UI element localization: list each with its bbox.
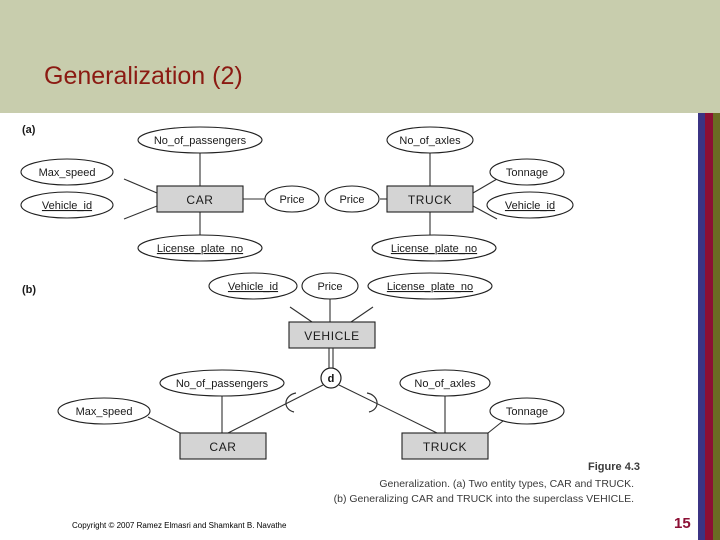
attribute-label-tonnage-truck: Tonnage — [506, 167, 548, 179]
attribute-label-tonnage-truckb: Tonnage — [506, 406, 548, 418]
disjoint-specialization-circle — [320, 367, 342, 389]
connector-car-vehicle-id — [123, 205, 158, 220]
entity-label-car-b: CAR — [209, 440, 236, 454]
entity-box-truck-b — [401, 432, 489, 460]
figure-caption-line-2: (b) Generalizing CAR and TRUCK into the … — [334, 493, 634, 505]
entity-label-car-a: CAR — [186, 193, 213, 207]
entity-label-truck-a: TRUCK — [408, 193, 452, 207]
attribute-ellipse-price-vehicle — [301, 272, 359, 300]
attribute-ellipse-no-of-passengers-carb — [159, 369, 285, 397]
connector-truck-tonnage — [472, 178, 498, 194]
attribute-ellipse-tonnage-truckb — [489, 397, 565, 425]
connector-vehicle-vehicle-id — [289, 306, 313, 323]
attribute-ellipse-license-plate-no-truck — [371, 234, 497, 262]
attribute-ellipse-vehicle-id-car — [20, 191, 114, 219]
connector-truck-vehicle-id — [472, 205, 498, 220]
footer-page-number: 15 — [674, 515, 691, 532]
attribute-ellipse-license-plate-no-car — [137, 234, 263, 262]
attribute-ellipse-vehicle-id-truck — [486, 191, 574, 219]
connector-d-to-truck — [338, 384, 438, 434]
attribute-label-vehicle-id-vehicle: Vehicle_id — [228, 281, 278, 293]
attribute-label-no-of-passengers-car: No_of_passengers — [154, 135, 247, 147]
attribute-label-license-plate-no-truck: License_plate_no — [391, 243, 477, 255]
footer-copyright: Copyright © 2007 Ramez Elmasri and Shamk… — [72, 521, 287, 530]
attribute-label-vehicle-id-truck: Vehicle_id — [505, 200, 555, 212]
entity-box-vehicle — [288, 321, 376, 349]
er-diagram-svg: (a) No_of_passengers Max_speed Vehicle_i… — [20, 124, 640, 505]
decorative-stripe-blue — [698, 113, 705, 540]
attribute-ellipse-max-speed-car — [20, 158, 114, 186]
connector-vehicle-license-plate-no — [350, 306, 374, 323]
subset-symbol-truck — [366, 392, 378, 413]
attribute-label-no-of-axles-truckb: No_of_axles — [414, 378, 476, 390]
attribute-label-vehicle-id-car: Vehicle_id — [42, 200, 92, 212]
connector-d-to-car — [227, 384, 324, 434]
entity-box-car-a — [156, 185, 244, 213]
connector-car-max-speed — [123, 178, 158, 194]
attribute-label-max-speed-carb: Max_speed — [76, 406, 133, 418]
part-a-label: (a) — [22, 124, 36, 136]
attribute-label-price-truck: Price — [339, 194, 364, 206]
subset-symbol-car — [285, 392, 297, 413]
entity-label-truck-b: TRUCK — [423, 440, 467, 454]
page-title: Generalization (2) — [44, 62, 243, 90]
attribute-ellipse-no-of-axles-truck — [386, 126, 474, 154]
attribute-ellipse-no-of-passengers-car — [137, 126, 263, 154]
decorative-stripe-maroon — [705, 113, 713, 540]
attribute-label-no-of-passengers-carb: No_of_passengers — [176, 378, 269, 390]
attribute-label-price-car: Price — [279, 194, 304, 206]
decorative-stripe-olive — [713, 113, 720, 540]
attribute-ellipse-price-car — [264, 185, 320, 213]
attribute-ellipse-license-plate-no-vehicle — [367, 272, 493, 300]
attribute-label-max-speed-car: Max_speed — [39, 167, 96, 179]
attribute-ellipse-tonnage-truck — [489, 158, 565, 186]
attribute-label-license-plate-no-car: License_plate_no — [157, 243, 243, 255]
disjoint-specialization-label: d — [328, 373, 335, 385]
attribute-ellipse-vehicle-id-vehicle — [208, 272, 298, 300]
connector-carb-max-speed — [147, 416, 181, 434]
entity-box-truck-a — [386, 185, 474, 213]
entity-box-car-b — [179, 432, 267, 460]
attribute-ellipse-max-speed-carb — [57, 397, 151, 425]
attribute-ellipse-price-truck — [324, 185, 380, 213]
entity-label-vehicle: VEHICLE — [304, 329, 360, 343]
attribute-ellipse-no-of-axles-truckb — [399, 369, 491, 397]
attribute-label-license-plate-no-vehicle: License_plate_no — [387, 281, 473, 293]
attribute-label-no-of-axles-truck: No_of_axles — [399, 135, 461, 147]
er-figure-area: (a) No_of_passengers Max_speed Vehicle_i… — [0, 113, 698, 513]
slide-header-band — [0, 0, 720, 113]
part-b-label: (b) — [22, 284, 36, 296]
attribute-label-price-vehicle: Price — [317, 281, 342, 293]
figure-number: Figure 4.3 — [588, 461, 640, 473]
figure-caption-line-1: Generalization. (a) Two entity types, CA… — [379, 478, 634, 490]
